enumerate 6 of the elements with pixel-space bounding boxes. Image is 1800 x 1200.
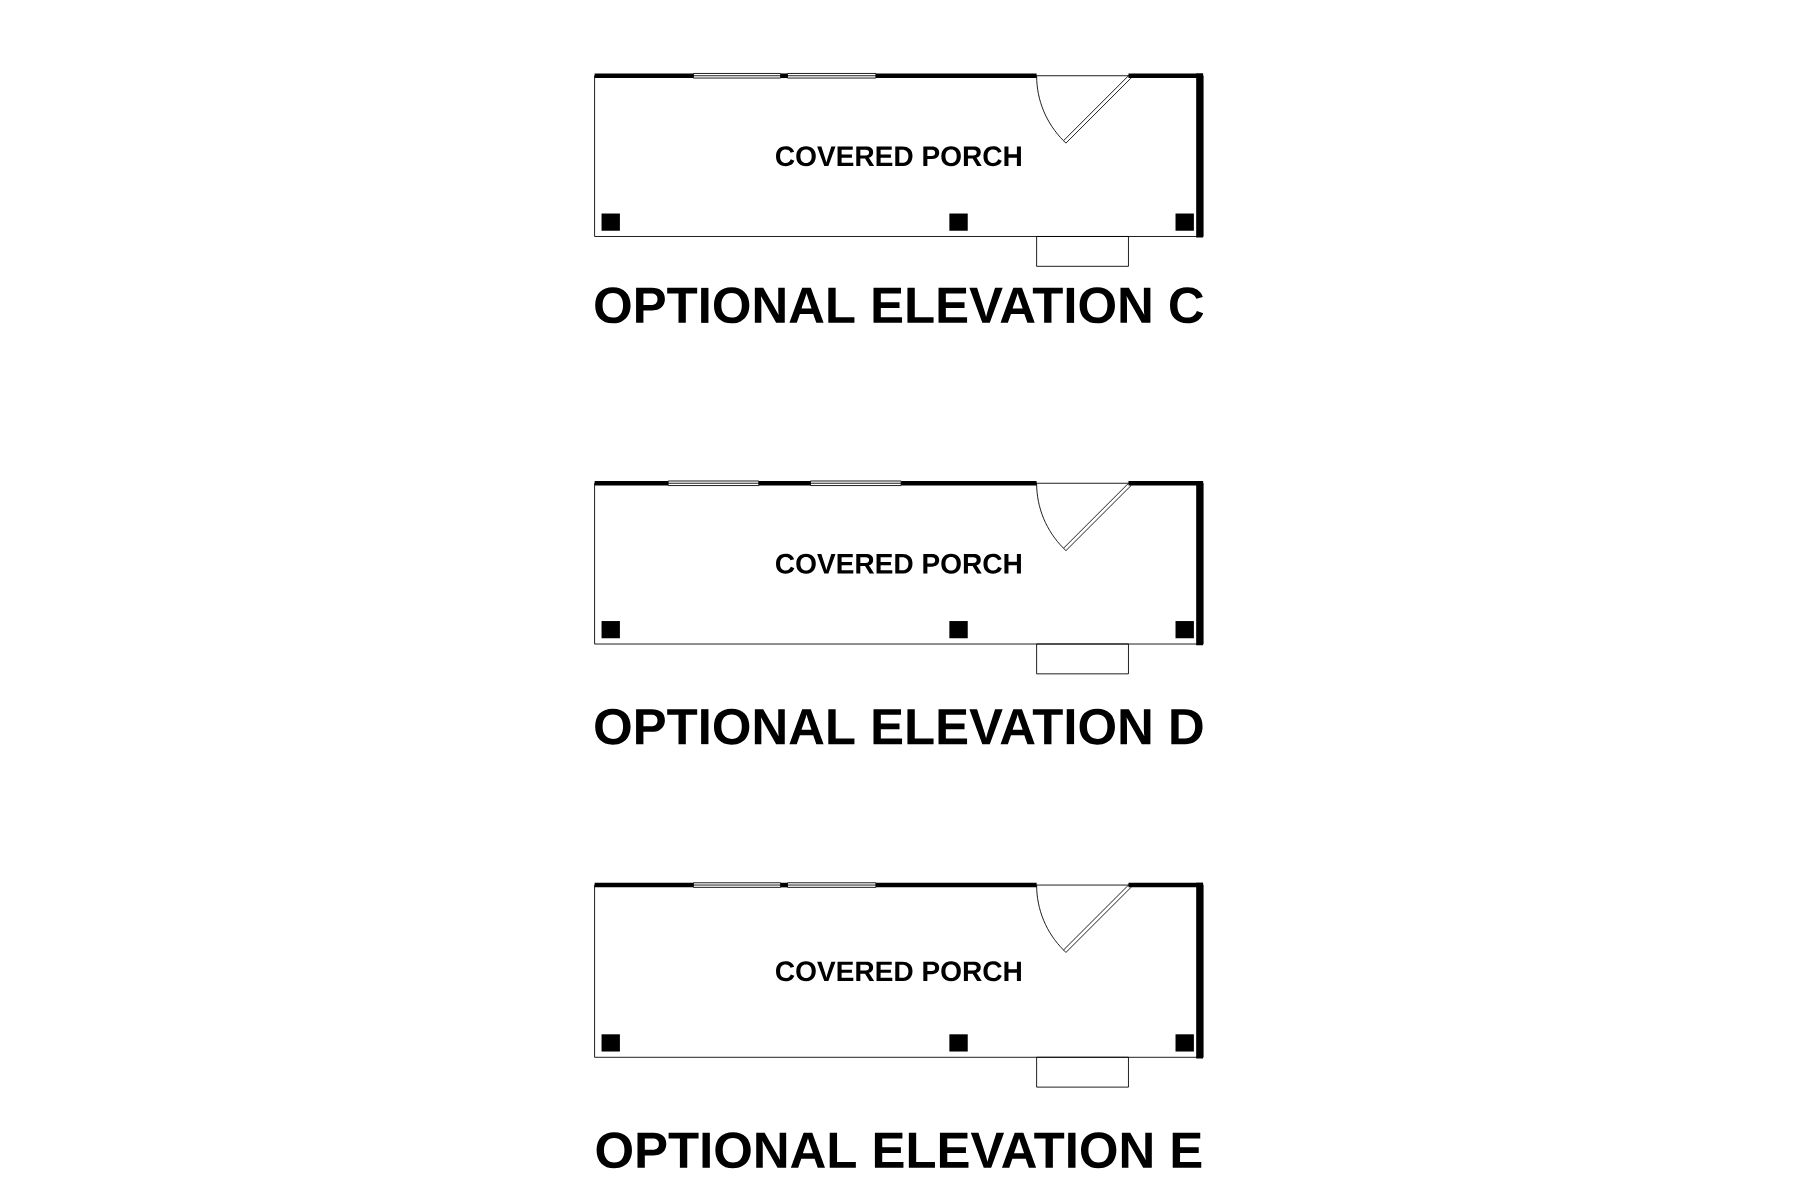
- elevation-title: OPTIONAL ELEVATION D: [595, 708, 1203, 745]
- elevation-title: OPTIONAL ELEVATION E: [596, 1132, 1202, 1169]
- elevation-title: OPTIONAL ELEVATION C: [595, 287, 1204, 324]
- porch-area: COVERED PORCH: [594, 483, 1204, 645]
- porch-area: COVERED PORCH: [594, 75, 1204, 238]
- porch-area: COVERED PORCH: [594, 884, 1204, 1058]
